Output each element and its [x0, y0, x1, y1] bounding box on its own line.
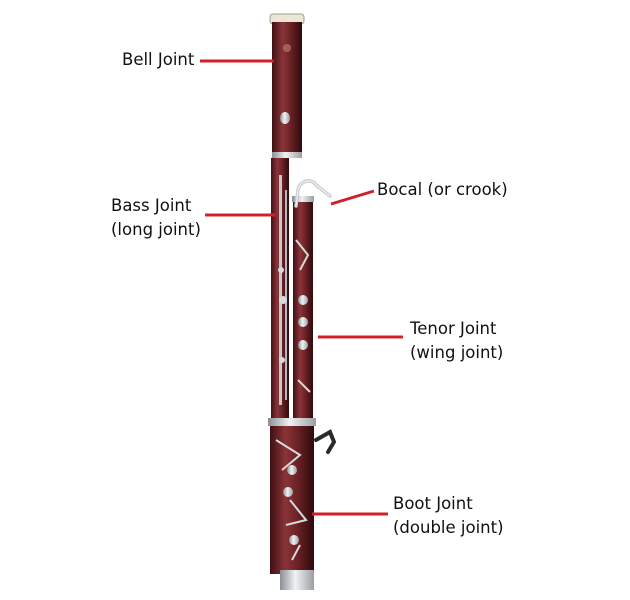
- boot-joint: [268, 418, 337, 590]
- bass-key-3: [279, 357, 285, 363]
- leader-bocal: [330, 189, 375, 206]
- label-bell-joint-line1: Bell Joint: [122, 50, 195, 69]
- tenor-joint: [292, 196, 314, 422]
- label-tenor-joint-line1: Tenor Joint: [410, 319, 497, 338]
- bell-key: [280, 112, 290, 124]
- boot-hole-1: [287, 465, 297, 475]
- bass-rod-2: [285, 190, 287, 400]
- bass-key-1: [278, 267, 284, 273]
- label-tenor-joint: Tenor Joint (wing joint): [410, 317, 503, 365]
- label-boot-joint-line2: (double joint): [393, 518, 504, 537]
- boot-hole-3: [289, 535, 299, 545]
- bass-rod-1: [279, 175, 282, 405]
- tenor-hole-3: [298, 340, 308, 350]
- label-bell-joint: Bell Joint: [122, 48, 194, 72]
- label-bass-joint-line1: Bass Joint: [111, 196, 192, 215]
- label-bocal: Bocal (or crook): [377, 178, 508, 202]
- tenor-keywork: [295, 239, 311, 393]
- boot-ring-top: [268, 418, 316, 426]
- bocal: [294, 179, 332, 208]
- label-bass-joint-line2: (long joint): [111, 220, 201, 239]
- tenor-ring: [292, 196, 314, 202]
- tenor-hole-1: [298, 295, 308, 305]
- leader-lines: [200, 59, 403, 516]
- boot-end-cap: [280, 570, 314, 590]
- boot-body: [270, 426, 314, 574]
- bell-body: [272, 22, 302, 155]
- boot-keywork: [275, 439, 308, 561]
- boot-thumb-key: [314, 429, 337, 454]
- tenor-hole-2: [298, 317, 308, 327]
- bell-emblem: [283, 44, 291, 52]
- label-bass-joint: Bass Joint (long joint): [111, 194, 201, 242]
- bocal-highlight: [295, 180, 331, 207]
- bell-ring: [272, 152, 302, 158]
- label-bocal-line1: Bocal (or crook): [377, 180, 508, 199]
- bell-joint: [269, 13, 305, 158]
- bass-key-2: [279, 296, 287, 304]
- label-boot-joint-line1: Boot Joint: [393, 494, 473, 513]
- tenor-body: [293, 200, 313, 422]
- boot-hole-2: [283, 487, 293, 497]
- bass-joint: [271, 158, 289, 420]
- label-boot-joint: Boot Joint (double joint): [393, 492, 504, 540]
- label-tenor-joint-line2: (wing joint): [410, 343, 504, 362]
